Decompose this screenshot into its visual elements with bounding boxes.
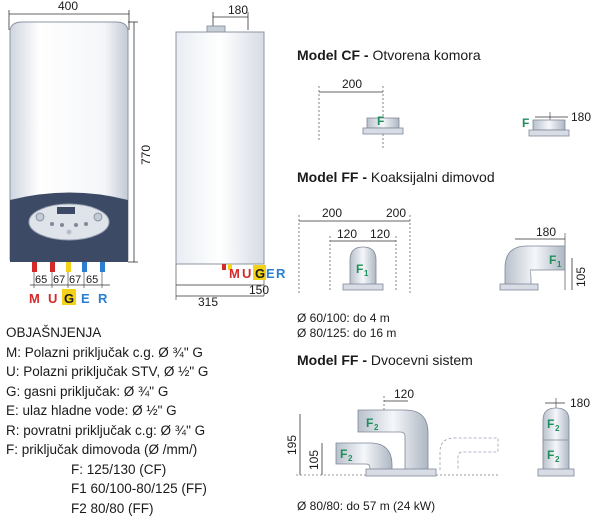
cf-dim-180: 180 xyxy=(571,110,591,124)
svg-text:2: 2 xyxy=(348,454,353,463)
pipe-stub-g xyxy=(66,262,71,272)
control-display-screen xyxy=(57,207,75,214)
pipe-stub-u xyxy=(50,262,55,272)
side-letter-u: U xyxy=(242,266,251,281)
dim-spacing-1: 65 xyxy=(35,274,47,286)
heading-dv: Model FF - Dvocevni sistem xyxy=(297,352,473,368)
ff-dim-180: 180 xyxy=(536,225,556,239)
ff-note-2: Ø 80/125: do 16 m xyxy=(297,326,397,340)
dv-alt-route xyxy=(439,437,499,470)
ff-flue-sub: 1 xyxy=(364,269,369,278)
legend: OBJAŠNJENJA M: Polazni priključak c.g. Ø… xyxy=(6,323,286,518)
dim-180: 180 xyxy=(228,3,248,17)
svg-text:2: 2 xyxy=(555,424,560,433)
heading-dv-desc: Dvocevni sistem xyxy=(370,352,473,368)
ff-dim-105: 105 xyxy=(574,267,588,287)
dim-315: 315 xyxy=(198,295,218,309)
dv-vert-label-2: F xyxy=(547,448,554,462)
ff-flue-pipe xyxy=(349,246,377,286)
gas-highlight-side xyxy=(253,265,266,280)
legend-line: R: povratni priključak c.g: Ø ¾" G xyxy=(6,422,206,438)
heading-cf-model: Model CF xyxy=(297,47,360,63)
side-letter-e: E xyxy=(266,266,275,281)
side-view: 180 M U G E R 150 315 xyxy=(175,3,286,309)
pipe-stub-e xyxy=(82,262,87,272)
conn-letter-u: U xyxy=(48,291,57,306)
dv-dim-120: 120 xyxy=(394,387,414,401)
front-view: 400 770 65 67 67 65 xyxy=(8,0,153,306)
dv-upper-label: F xyxy=(366,416,373,430)
cf-drawing: 200 F 180 F xyxy=(318,77,591,150)
svg-text:2: 2 xyxy=(555,455,560,464)
svg-text:2: 2 xyxy=(374,423,379,432)
legend-line: E: ulaz hladne vode: Ø ½" G xyxy=(6,403,177,418)
conn-letter-e: E xyxy=(81,291,90,306)
side-letter-r: R xyxy=(276,266,286,281)
heading-ff-desc: Koaksijalni dimovod xyxy=(370,169,495,185)
dv-drawing: 120 195 105 F 2 F 2 180 F 2 F 2 xyxy=(285,387,590,477)
ff-flue-label: F xyxy=(356,262,363,276)
legend-line: F: priključak dimovoda (Ø /mm/) xyxy=(6,442,198,457)
side-letter-g: G xyxy=(255,266,265,281)
ff-drawing: 200 200 120 120 F 1 180 F 1 105 xyxy=(298,206,588,295)
conn-letter-r: R xyxy=(98,291,108,306)
dv-dim-105: 105 xyxy=(307,450,321,470)
heading-dv-model: Model FF xyxy=(297,352,359,368)
control-knob-icon xyxy=(93,212,103,222)
dim-770: 770 xyxy=(139,145,153,165)
cf-side-collar xyxy=(532,119,566,131)
ff-dim-200-left: 200 xyxy=(322,206,342,220)
legend-line: M: Polazni priključak c.g. Ø ¾" G xyxy=(6,344,203,360)
dv-vert-label-1: F xyxy=(547,417,554,431)
dim-150: 150 xyxy=(249,283,269,297)
dv-vertical-pipes xyxy=(542,407,570,471)
pipe-stub-m xyxy=(32,262,37,272)
side-letter-m: M xyxy=(229,266,240,281)
legend-subline: F2 80/80 (FF) xyxy=(71,500,154,516)
dim-spacing-3: 67 xyxy=(69,274,81,286)
ff-elbow-sub: 1 xyxy=(557,260,562,269)
dv-lower-label: F xyxy=(340,447,347,461)
brand-logo-icon xyxy=(66,229,72,235)
boiler-side-body xyxy=(175,31,265,265)
dim-spacing-4: 65 xyxy=(86,274,98,286)
control-knob-icon xyxy=(35,212,45,222)
control-display-oval xyxy=(28,203,110,241)
conn-letter-g: G xyxy=(64,291,74,306)
ff-dim-200-right: 200 xyxy=(386,206,406,220)
ff-dim-120-left: 120 xyxy=(337,227,357,241)
legend-line: G: gasni priključak: Ø ¾" G xyxy=(6,383,169,399)
dv-note: Ø 80/80: do 57 m (24 kW) xyxy=(297,499,436,513)
dv-dim-195: 195 xyxy=(285,435,299,455)
cf-dim-200: 200 xyxy=(342,77,362,91)
conn-letter-m: M xyxy=(29,291,40,306)
heading-cf: Model CF - Otvorena komora xyxy=(297,47,481,63)
cf-flue-label: F xyxy=(377,114,384,128)
dim-spacing-2: 67 xyxy=(53,274,65,286)
gas-highlight xyxy=(62,289,76,305)
legend-subline: F: 125/130 (CF) xyxy=(71,461,167,477)
pipe-stub-r xyxy=(100,262,105,272)
legend-line: U: Polazni priključak STV, Ø ½" G xyxy=(6,364,209,379)
heading-cf-desc: Otvorena komora xyxy=(372,47,481,63)
ff-note-1: Ø 60/100: do 4 m xyxy=(297,311,390,325)
legend-subline: F1 60/100-80/125 (FF) xyxy=(71,481,207,496)
heading-ff: Model FF - Koaksijalni dimovod xyxy=(297,169,495,185)
ff-dim-120-right: 120 xyxy=(370,227,390,241)
heading-ff-model: Model FF xyxy=(297,169,359,185)
dv-dim-180: 180 xyxy=(570,396,590,410)
legend-title: OBJAŠNJENJA xyxy=(6,325,102,340)
ff-elbow-label: F xyxy=(549,253,556,267)
ff-elbow-pipe xyxy=(504,245,566,286)
dim-400: 400 xyxy=(58,0,78,13)
cf-side-flue-label: F xyxy=(522,116,529,130)
